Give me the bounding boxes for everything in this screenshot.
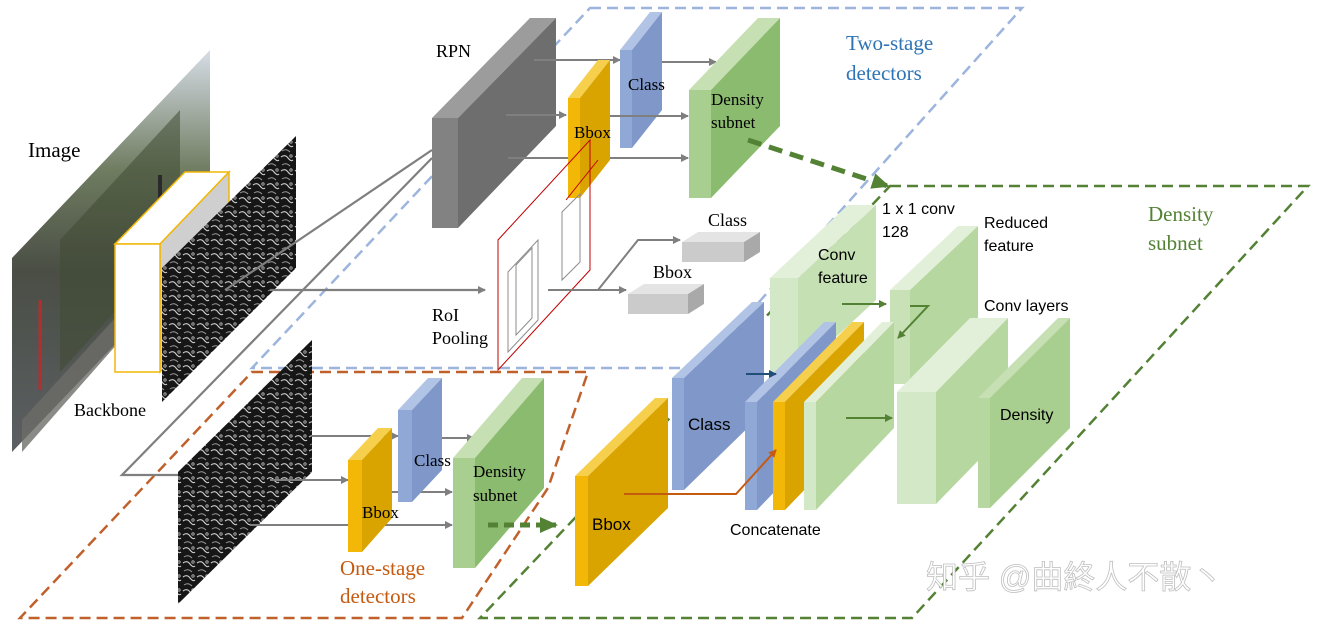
- bbox-big-label: Bbox: [592, 515, 631, 534]
- rpn-label: RPN: [436, 41, 471, 61]
- class-big-label: Class: [688, 415, 731, 434]
- class-top-label: Class: [628, 75, 665, 94]
- reduced-label-1: Reduced: [984, 215, 1048, 232]
- conv-feature-label-1: Conv: [818, 247, 855, 264]
- one-stage-label-1: One-stage: [340, 556, 425, 580]
- bbox-low-block: [348, 428, 392, 552]
- conv-layers-block: [897, 318, 1008, 504]
- density-low-label-1: Density: [473, 462, 526, 481]
- density-low-label-2: subnet: [473, 486, 518, 505]
- backbone-label: Backbone: [74, 400, 146, 420]
- concatenate-label: Concatenate: [730, 522, 821, 539]
- density-region-label-2: subnet: [1148, 231, 1203, 255]
- density-region-label-1: Density: [1148, 202, 1214, 226]
- backbone-to-onestage-line: [119, 157, 433, 477]
- class-top-block: [620, 12, 662, 148]
- bbox-top-label: Bbox: [574, 123, 611, 142]
- bbox-to-concat-arrow: [624, 449, 777, 495]
- conv-1x1-label-2: 128: [882, 224, 909, 241]
- conv-feature-label-2: feature: [818, 270, 868, 287]
- class-gray-block: [682, 232, 760, 262]
- bbox-gray-label: Bbox: [653, 262, 692, 282]
- bbox-big-block: [575, 398, 668, 586]
- roi-to-class-gray-arrow: [597, 236, 681, 291]
- rpn-block: [432, 18, 556, 228]
- one-stage-region-outline: [17, 370, 590, 620]
- concat-green-layer: [804, 322, 894, 510]
- density-top-to-region-arrow: [747, 137, 890, 189]
- density-top-label-1: Density: [711, 90, 764, 109]
- class-low-label: Class: [414, 451, 451, 470]
- image-label: Image: [28, 138, 80, 162]
- density-output-label: Density: [1000, 407, 1053, 424]
- watermark-text: 知乎 @曲終人不散丶: [926, 559, 1223, 595]
- one-stage-label-2: detectors: [340, 584, 416, 608]
- conv-layers-label: Conv layers: [984, 298, 1068, 315]
- two-stage-label-2: detectors: [846, 61, 922, 85]
- bbox-top-block: [568, 60, 610, 198]
- density-output-block: [978, 318, 1070, 508]
- bbox-low-label: Bbox: [362, 503, 399, 522]
- reduced-to-concat-arrow: [897, 305, 931, 339]
- bbox-gray-block: [628, 284, 704, 314]
- roi-label-2: Pooling: [432, 328, 488, 348]
- two-stage-label-1: Two-stage: [846, 31, 933, 55]
- roi-pooling-plane: [497, 138, 599, 372]
- class-big-block: [672, 302, 764, 490]
- conv-1x1-label-1: 1 x 1 conv: [882, 201, 955, 218]
- backbone-to-rpn-line: [224, 149, 433, 291]
- density-top-label-2: subnet: [711, 113, 756, 132]
- density-subnet-top-block: [689, 18, 780, 198]
- class-low-block: [398, 378, 442, 502]
- density-subnet-low-block: [453, 378, 544, 568]
- class-gray-label: Class: [708, 210, 747, 230]
- onestage-feature-map: [178, 340, 312, 604]
- reduced-label-2: feature: [984, 238, 1034, 255]
- roi-label-1: RoI: [432, 305, 459, 325]
- backbone-feature-map: [162, 136, 296, 402]
